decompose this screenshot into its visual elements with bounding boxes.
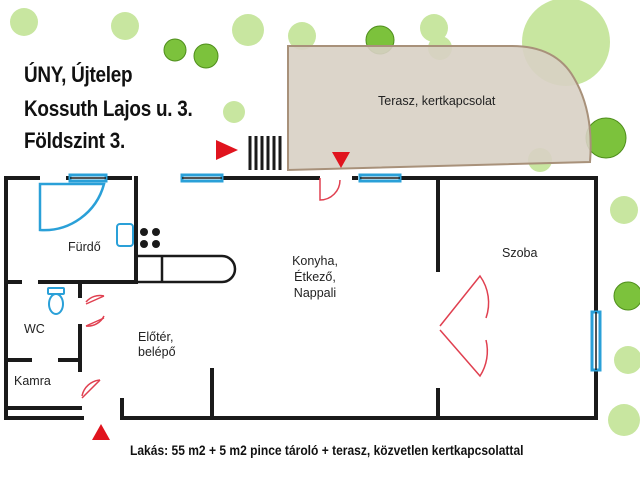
tree-icon (585, 117, 627, 159)
bathroom-label: Fürdő (68, 240, 101, 254)
tree-icon (111, 12, 139, 40)
entrance-arrow-icon (332, 152, 350, 168)
hall-label-line2: belépő (138, 345, 176, 359)
wc-label: WC (24, 322, 45, 336)
living-label-line1: Konyha, (292, 254, 338, 268)
bedroom-label: Szoba (502, 246, 538, 260)
tree-icon (223, 101, 245, 123)
pantry-label: Kamra (14, 374, 51, 388)
terrace-area (287, 45, 592, 172)
tree-icon (613, 281, 640, 311)
tree-icon (608, 404, 640, 436)
living-label-line3: Nappali (293, 286, 337, 300)
living-label-line2: Étkező, (294, 270, 336, 284)
tree-icon (232, 14, 264, 46)
terrace-label: Terasz, kertkapcsolat (378, 94, 496, 108)
shower-icon (38, 182, 106, 232)
window-frames (70, 177, 597, 370)
stove-icon (140, 228, 160, 248)
address-line-3: Földszint 3. (24, 128, 125, 153)
stairs-icon (248, 136, 282, 170)
tree-icon (163, 38, 187, 62)
doors (81, 178, 490, 399)
address-line-1: ÚNY, Újtelep (24, 62, 133, 87)
walls (4, 176, 598, 420)
tree-icon (610, 196, 638, 224)
entrance-arrow-icon (216, 140, 238, 160)
entrance-arrow-icon (92, 424, 110, 440)
tree-icon (10, 8, 38, 36)
tree-icon (193, 43, 219, 69)
hall-label-line1: Előtér, (138, 330, 174, 344)
kitchen-counter (136, 254, 237, 284)
apartment-summary: Lakás: 55 m2 + 5 m2 pince tároló + teras… (130, 442, 524, 458)
toilet-icon (47, 287, 65, 315)
tree-icon (614, 346, 640, 374)
tree-icon (420, 14, 448, 42)
sink-icon (116, 223, 134, 247)
tree-icon (288, 22, 316, 50)
address-line-2: Kossuth Lajos u. 3. (24, 96, 193, 121)
